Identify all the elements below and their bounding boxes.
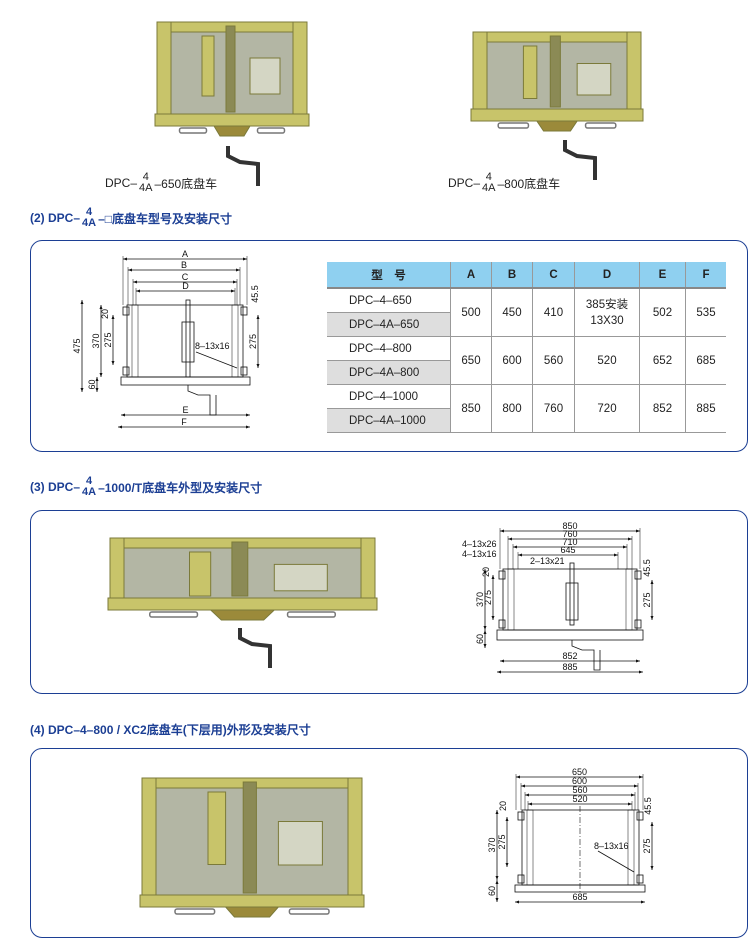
header-model: 型 号 xyxy=(327,262,451,289)
chassis-photo-650 xyxy=(154,21,310,186)
value-cell: 502 xyxy=(639,288,686,337)
value-cell: 600 xyxy=(491,336,533,385)
model-cell: DPC–4A–1000 xyxy=(327,408,451,433)
section-3-panel xyxy=(30,510,748,694)
title-text: (4) DPC–4–800 / XC2底盘车(下层用)外形及安装尺寸 xyxy=(30,723,311,737)
model-cell: DPC–4A–800 xyxy=(327,360,451,385)
value-cell: 885 xyxy=(685,384,726,433)
chassis-photo-800 xyxy=(470,31,644,180)
fraction-den: 4A xyxy=(82,217,97,229)
header-c: C xyxy=(532,262,575,289)
section-2-panel xyxy=(30,240,748,452)
table-header-row: 型 号 A B C D E F xyxy=(327,262,726,289)
crank-handle xyxy=(563,140,597,180)
table-row: DPC–4A–1000 xyxy=(327,408,726,433)
table-row: DPC–4A–650 xyxy=(327,312,726,337)
section-4-panel xyxy=(30,748,748,938)
crank-handle xyxy=(226,146,260,186)
value-cell: 720 xyxy=(574,384,640,433)
value-cell: 535 xyxy=(685,288,726,337)
value-cell: 500 xyxy=(450,288,492,337)
header-f: F xyxy=(685,262,726,289)
value-cell: 560 xyxy=(532,336,575,385)
caption-suffix: –650底盘车 xyxy=(154,176,218,191)
header-a: A xyxy=(450,262,492,289)
value-cell: 852 xyxy=(639,384,686,433)
value-cell: 385安装 13X30 xyxy=(574,288,640,337)
caption-prefix: DPC– xyxy=(448,176,481,190)
section-4-title: (4) DPC–4–800 / XC2底盘车(下层用)外形及安装尺寸 xyxy=(30,721,311,738)
title-prefix: (3) DPC– xyxy=(30,480,81,494)
title-suffix: –1000/T底盘车外型及安装尺寸 xyxy=(98,480,263,495)
value-cell: 410 xyxy=(532,288,575,337)
fraction-num: 4 xyxy=(485,171,492,183)
title-prefix: (2) DPC– xyxy=(30,211,81,225)
value-cell: 685 xyxy=(685,336,726,385)
header-d: D xyxy=(574,262,640,289)
value-cell: 450 xyxy=(491,288,533,337)
fraction-num: 4 xyxy=(85,206,93,218)
value-cell: 650 xyxy=(450,336,492,385)
title-suffix: –□底盘车型号及安装尺寸 xyxy=(98,211,233,226)
fraction-den: 4A xyxy=(482,182,496,194)
model-cell: DPC–4–1000 xyxy=(327,384,451,409)
fraction-num: 4 xyxy=(85,475,93,487)
value-cell: 652 xyxy=(639,336,686,385)
table-row: DPC–4A–800 xyxy=(327,360,726,385)
value-cell: 800 xyxy=(491,384,533,433)
value-cell: 760 xyxy=(532,384,575,433)
caption-prefix: DPC– xyxy=(105,176,138,190)
value-cell: 520 xyxy=(574,336,640,385)
fraction-num: 4 xyxy=(142,171,149,183)
fraction-den: 4A xyxy=(139,182,153,194)
header-e: E xyxy=(639,262,686,289)
caption-suffix: –800底盘车 xyxy=(497,176,561,191)
model-cell: DPC–4–800 xyxy=(327,336,451,361)
fraction-den: 4A xyxy=(82,486,97,498)
header-b: B xyxy=(491,262,533,289)
model-cell: DPC–4–650 xyxy=(327,288,451,313)
value-cell: 850 xyxy=(450,384,492,433)
model-cell: DPC–4A–650 xyxy=(327,312,451,337)
